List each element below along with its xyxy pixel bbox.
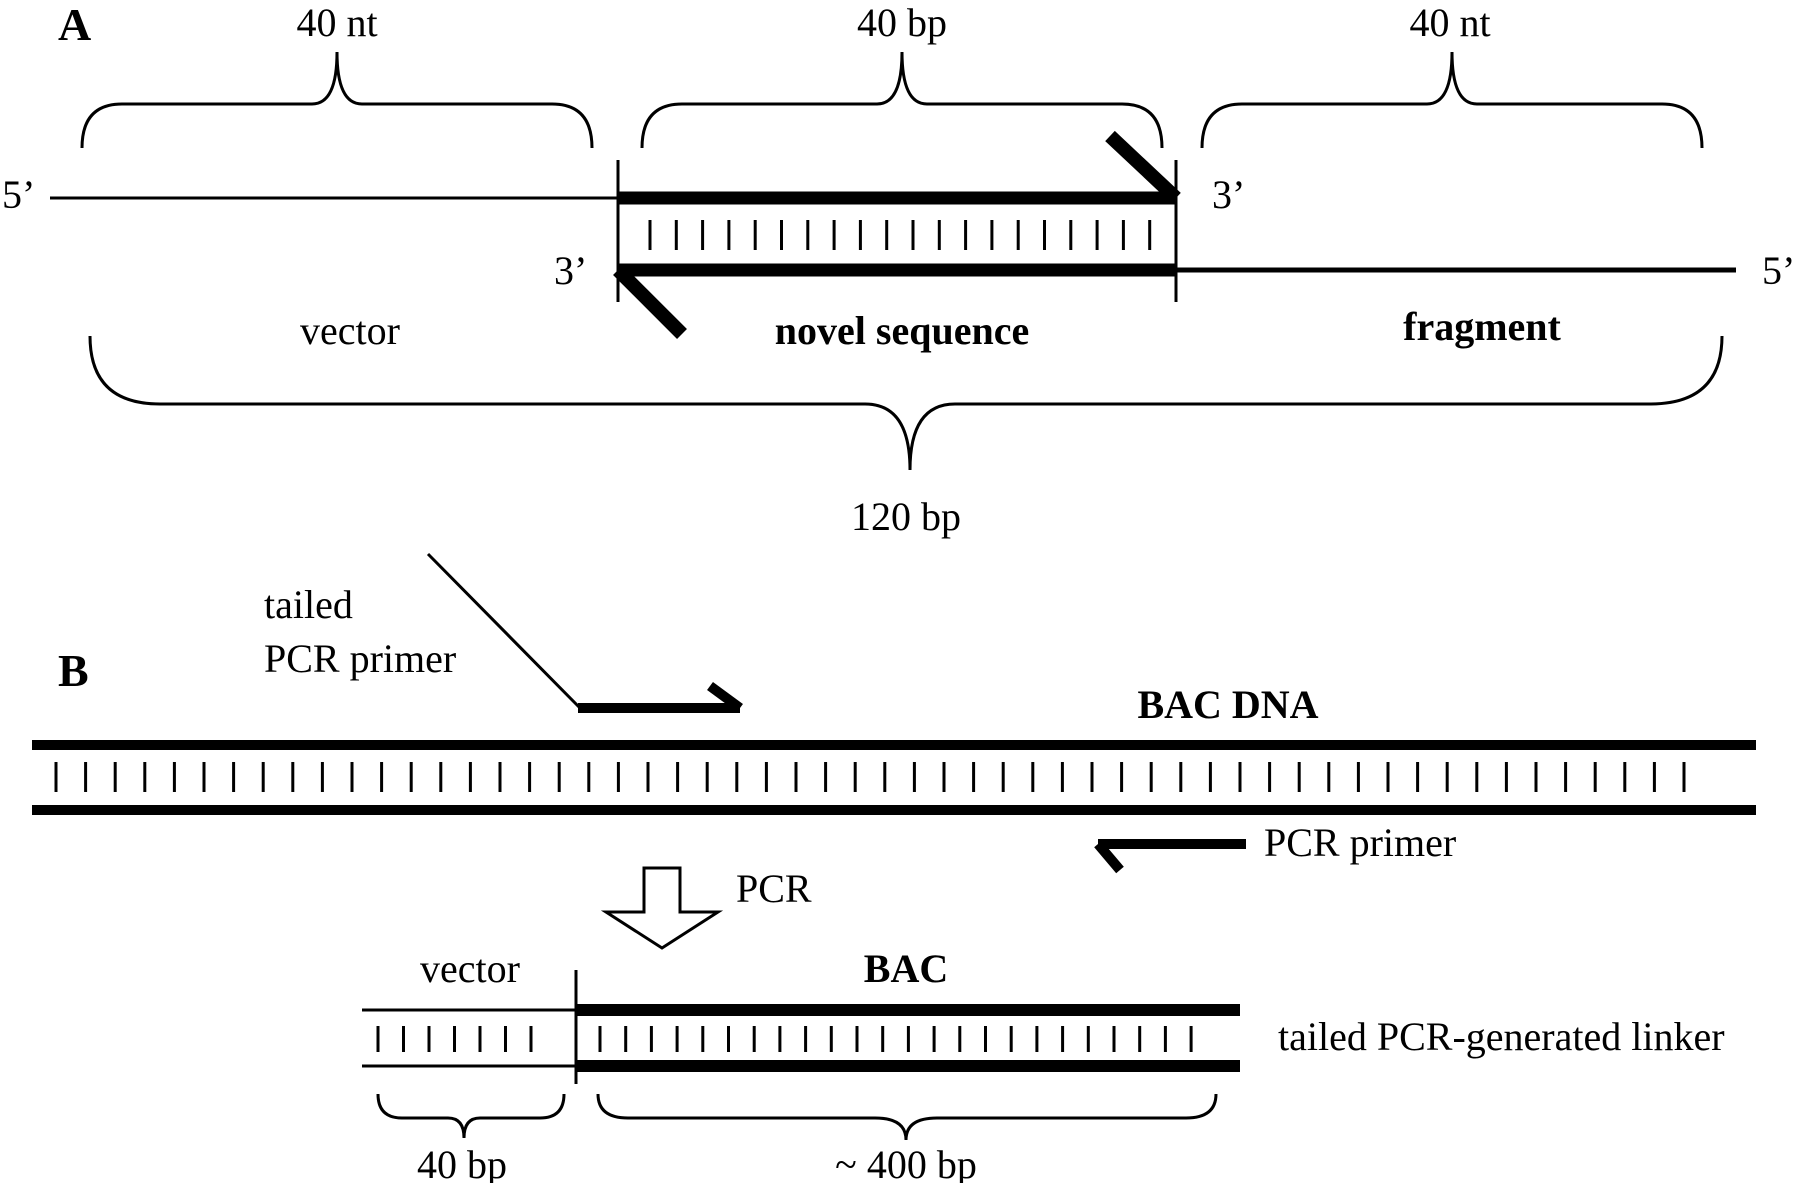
novel-reverse-arrowhead <box>613 265 687 339</box>
five-prime-left-label: 5’ <box>2 172 35 217</box>
vector-top-brace <box>80 51 594 149</box>
novel-base-pair-ticks <box>648 220 1152 250</box>
tailed-primer-tail <box>426 552 582 710</box>
linker-vector-ticks <box>376 1026 533 1052</box>
product-bac-label: BAC <box>864 946 948 991</box>
novel-length-label: 40 bp <box>857 0 947 45</box>
fragment-top-brace <box>1200 51 1704 149</box>
five-prime-right-label: 5’ <box>1762 248 1795 293</box>
tailed-primer-arrowhead <box>707 681 743 713</box>
pcr-primer-label: PCR primer <box>1264 820 1456 865</box>
fragment-length-label: 40 nt <box>1409 0 1490 45</box>
linker-bac-ticks <box>598 1026 1193 1052</box>
novel-forward-arrowhead <box>1105 130 1181 204</box>
linker-bac-brace <box>596 1093 1218 1141</box>
tailed-primer-label-line2: PCR primer <box>264 636 456 681</box>
vector-label: vector <box>300 308 400 353</box>
total-length-label: 120 bp <box>851 494 961 539</box>
total-length-brace <box>88 335 1724 471</box>
three-prime-top-label: 3’ <box>1212 172 1245 217</box>
linker-bac-length-label: ~ 400 bp <box>835 1142 977 1183</box>
fragment-label: fragment <box>1403 304 1561 349</box>
linker-label: tailed PCR-generated linker <box>1278 1014 1725 1059</box>
tailed-primer-label-line1: tailed <box>264 582 353 627</box>
panel-b-letter: B <box>58 645 89 696</box>
bac-base-pair-ticks <box>54 762 1686 792</box>
pcr-step-label: PCR <box>736 866 812 911</box>
vector-length-label: 40 nt <box>296 0 377 45</box>
panel-a-letter: A <box>58 0 91 50</box>
product-vector-label: vector <box>420 946 520 991</box>
bac-dna-label: BAC DNA <box>1137 682 1318 727</box>
novel-sequence-label: novel sequence <box>775 308 1029 353</box>
novel-top-brace <box>640 51 1164 149</box>
linker-vector-brace <box>376 1093 566 1139</box>
pcr-step-arrow <box>600 866 724 950</box>
three-prime-left-label: 3’ <box>554 248 587 293</box>
linker-vector-length-label: 40 bp <box>417 1142 507 1183</box>
reverse-primer-arrowhead <box>1094 840 1124 874</box>
